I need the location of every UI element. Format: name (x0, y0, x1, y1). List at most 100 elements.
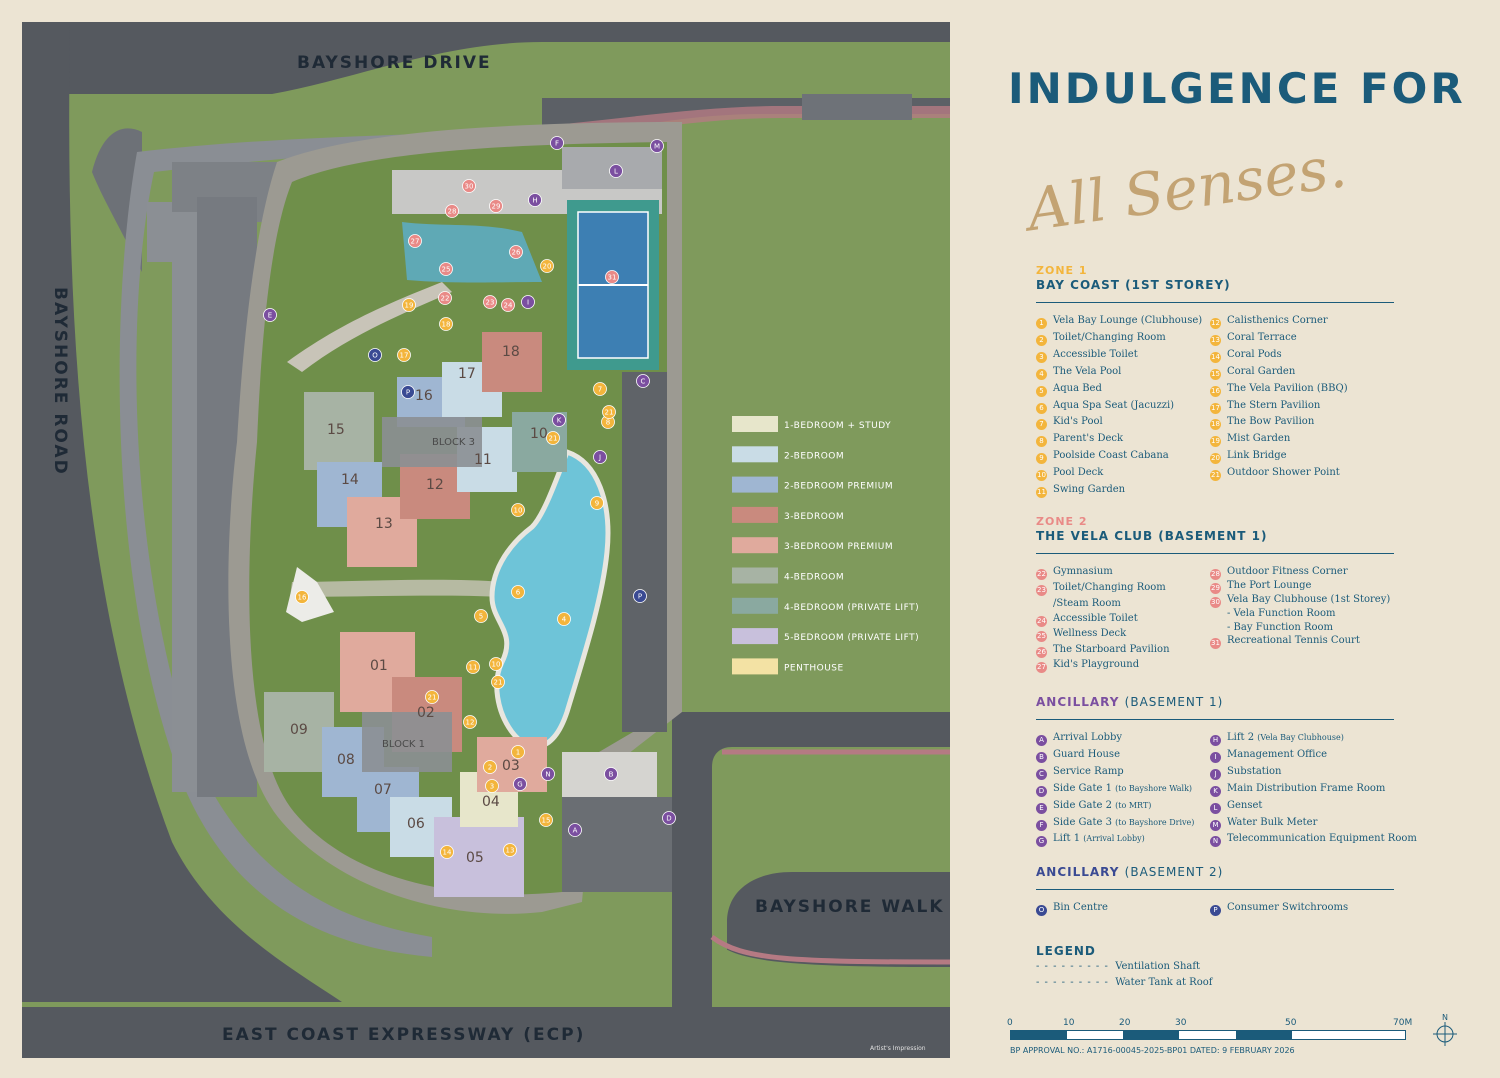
legend-item: M Water Bulk Meter (1210, 817, 1317, 831)
legend-item-label: Poolside Coast Cabana (1053, 450, 1169, 462)
amenity-marker-label: 22 (441, 295, 450, 303)
legend-item-label: Guard House (1053, 748, 1120, 760)
amenity-marker (503, 843, 517, 857)
entrance-driveway (562, 797, 672, 892)
legend-item-marker: 18 (1210, 419, 1221, 431)
unit-number-13: 13 (375, 516, 393, 532)
scale-bar (1010, 1030, 1406, 1040)
legend-item-marker: 12 (1210, 318, 1221, 329)
legend-item-marker: O (1036, 905, 1047, 916)
legend-item-marker: F (1036, 819, 1047, 831)
road-label-west: BAYSHORE ROAD (50, 287, 70, 476)
amenity-marker (445, 204, 459, 218)
unit-number-09: 09 (290, 722, 308, 738)
amenity-marker-label: O (372, 352, 378, 360)
amenity-marker (474, 609, 488, 623)
legend-ventilation: - - - - - - - - - Ventilation Shaft (1036, 961, 1201, 972)
block-3-label: BLOCK 3 (432, 437, 475, 448)
amenity-marker (511, 503, 525, 517)
amenity-marker-label: 21 (428, 694, 437, 702)
legend-item-marker: 17 (1210, 402, 1221, 414)
block-3 (304, 332, 567, 567)
legend-item-label: Management Office (1227, 748, 1327, 760)
legend-item-label: Telecommunication Equipment Room (1227, 833, 1417, 845)
legend-item-label: Water Bulk Meter (1227, 816, 1318, 828)
amenity-marker (438, 291, 452, 305)
unit-key-label: 3-BEDROOM (784, 512, 844, 522)
legend-item-marker: 23 (1036, 584, 1047, 596)
amenity-marker-label: 31 (608, 274, 617, 282)
unit-number-01: 01 (370, 658, 388, 674)
amenity-marker (491, 675, 505, 689)
unit-number-03: 03 (502, 758, 520, 774)
amenity-marker (552, 413, 566, 427)
legend-item-label: Side Gate 1 (1053, 782, 1112, 794)
legend-item-label: Arrival Lobby (1053, 732, 1123, 743)
legend-item-note: (to Bayshore Drive) (1115, 817, 1195, 827)
legend-item-label: Coral Terrace (1227, 331, 1297, 343)
amenity-marker (602, 405, 616, 419)
legend-item-note: (Vela Bay Clubhouse) (1257, 733, 1344, 742)
unit-number-11: 11 (474, 452, 492, 468)
amenity-marker (483, 760, 497, 774)
legend-item-note: (to Bayshore Walk) (1115, 783, 1193, 793)
legend-item-marker: 9 (1036, 453, 1047, 465)
amenity-marker (401, 385, 415, 399)
amenity-marker (368, 348, 382, 362)
legend-item-label: Accessible Toilet (1053, 348, 1138, 360)
page-title: INDULGENCE FOR (1008, 64, 1466, 113)
north-arrow-icon: N (1433, 1013, 1457, 1046)
legend-item-label: Outdoor Fitness Corner (1227, 566, 1348, 577)
legend-item-label: The Starboard Pavilion (1053, 643, 1170, 655)
amenity-marker-label: F (555, 140, 559, 148)
legend-item-label: The Vela Pavilion (BBQ) (1227, 382, 1348, 394)
zone2-heading: THE VELA CLUB (BASEMENT 1) (1036, 529, 1268, 543)
script-title-text: All Senses. (1018, 132, 1350, 232)
amenity-marker-label: H (532, 197, 537, 205)
legend-item: /Steam Room (1036, 597, 1121, 610)
amenity-marker (604, 767, 618, 781)
amenity-marker (546, 431, 560, 445)
amenity-marker (425, 690, 439, 704)
legend-item-label: Accessible Toilet (1053, 612, 1138, 624)
amenity-marker (509, 245, 523, 259)
legend-item-marker: 14 (1210, 351, 1221, 363)
scale-tick-label: 10 (1063, 1018, 1075, 1028)
legend-item-label: Toilet/Changing Room (1053, 581, 1166, 593)
legend-item: 23 Toilet/Changing Room (1036, 582, 1166, 596)
amenity-marker-label: L (614, 168, 618, 176)
legend-item-label: Outdoor Shower Point (1227, 467, 1340, 479)
amenity-marker (408, 234, 422, 248)
legend-item-note: (Arrival Lobby) (1083, 834, 1145, 844)
amenity-markers: 1234567891010111213141516171819202121212… (263, 136, 676, 859)
legend-item-label: Swing Garden (1053, 484, 1126, 495)
legend-item-marker: M (1210, 819, 1221, 831)
amenity-marker-label: 24 (504, 302, 513, 310)
zone1-heading: BAY COAST (1ST STOREY) (1036, 278, 1231, 292)
road-label-south-east: BAYSHORE WALK (755, 897, 945, 917)
amenity-marker-label: 2 (488, 764, 492, 772)
legend-item-label: - Bay Function Room (1227, 622, 1334, 634)
site-plan-map: BAYSHORE DRIVE BAYSHORE ROAD BAYSHORE WA… (22, 22, 951, 1058)
road-bayshore-road (22, 22, 342, 1002)
legend-item-marker: 25 (1036, 631, 1047, 642)
amenity-marker (511, 585, 525, 599)
amenity-marker (511, 745, 525, 759)
legend-item-marker: 30 (1210, 596, 1221, 608)
amenity-marker-label: 7 (598, 386, 602, 394)
amenity-marker (463, 715, 477, 729)
amenity-marker-label: P (406, 389, 410, 397)
service-ramp (622, 372, 667, 732)
legend-water-tank: - - - - - - - - - Water Tank at Roof (1036, 977, 1213, 988)
amenity-marker (489, 199, 503, 213)
